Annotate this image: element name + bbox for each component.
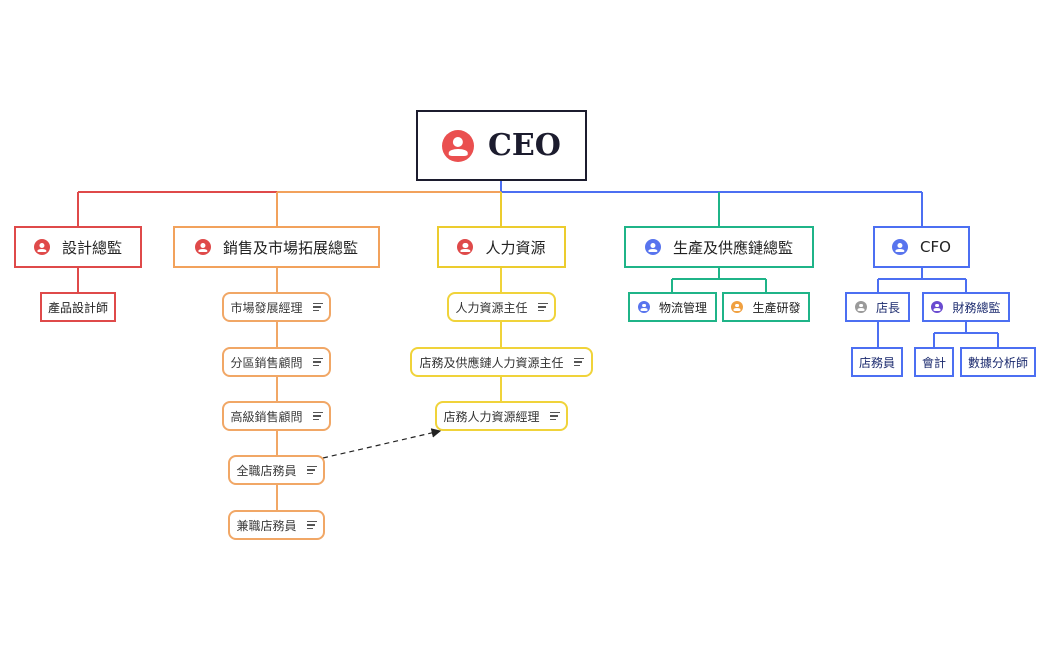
person-icon [33,239,50,255]
person-icon [931,301,944,313]
dept-hr-label: 人力資源 [485,238,546,257]
dept-design[interactable]: 設計總監 [14,226,142,268]
notes-icon [306,519,317,532]
dept-cfo-label: CFO [920,238,951,256]
ceo-node[interactable]: CEO [416,110,587,181]
notes-icon [537,301,548,314]
node-store-supply-hr-officer[interactable]: 店務及供應鏈人力資源主任 [410,347,593,377]
node-market-dev-manager[interactable]: 市場發展經理 [222,292,331,322]
person-icon [644,239,661,255]
node-senior-sales[interactable]: 高級銷售顧問 [222,401,331,431]
node-accounting[interactable]: 會計 [914,347,954,377]
node-product-designer[interactable]: 產品設計師 [40,292,116,322]
node-logistics[interactable]: 物流管理 [628,292,717,322]
dept-supply-label: 生產及供應鏈總監 [672,238,793,257]
node-parttime-staff[interactable]: 兼職店務員 [228,510,325,540]
dept-design-label: 設計總監 [61,238,122,257]
node-finance-director[interactable]: 財務總監 [922,292,1010,322]
dept-sales-label: 銷售及市場拓展總監 [222,238,358,257]
notes-icon [573,356,584,369]
dept-hr[interactable]: 人力資源 [437,226,566,268]
ceo-label: CEO [488,128,561,163]
node-data-analyst[interactable]: 數據分析師 [960,347,1036,377]
person-icon [457,239,474,255]
relation-arrow [322,428,442,459]
person-icon [892,239,909,255]
person-icon [731,301,744,313]
person-icon [442,129,475,162]
node-store-staff[interactable]: 店務員 [851,347,903,377]
notes-icon [549,410,560,423]
node-hr-officer[interactable]: 人力資源主任 [447,292,556,322]
dept-sales[interactable]: 銷售及市場拓展總監 [173,226,380,268]
node-store-manager[interactable]: 店長 [845,292,910,322]
person-icon [194,239,211,255]
dept-supply[interactable]: 生產及供應鏈總監 [624,226,814,268]
person-icon [637,301,650,313]
node-fulltime-staff[interactable]: 全職店務員 [228,455,325,485]
notes-icon [306,464,317,477]
node-store-hr-manager[interactable]: 店務人力資源經理 [435,401,568,431]
node-regional-sales[interactable]: 分區銷售顧問 [222,347,331,377]
notes-icon [312,356,323,369]
notes-icon [312,301,323,314]
dept-cfo[interactable]: CFO [873,226,970,268]
notes-icon [312,410,323,423]
node-rnd[interactable]: 生產研發 [722,292,810,322]
person-icon [854,301,867,313]
